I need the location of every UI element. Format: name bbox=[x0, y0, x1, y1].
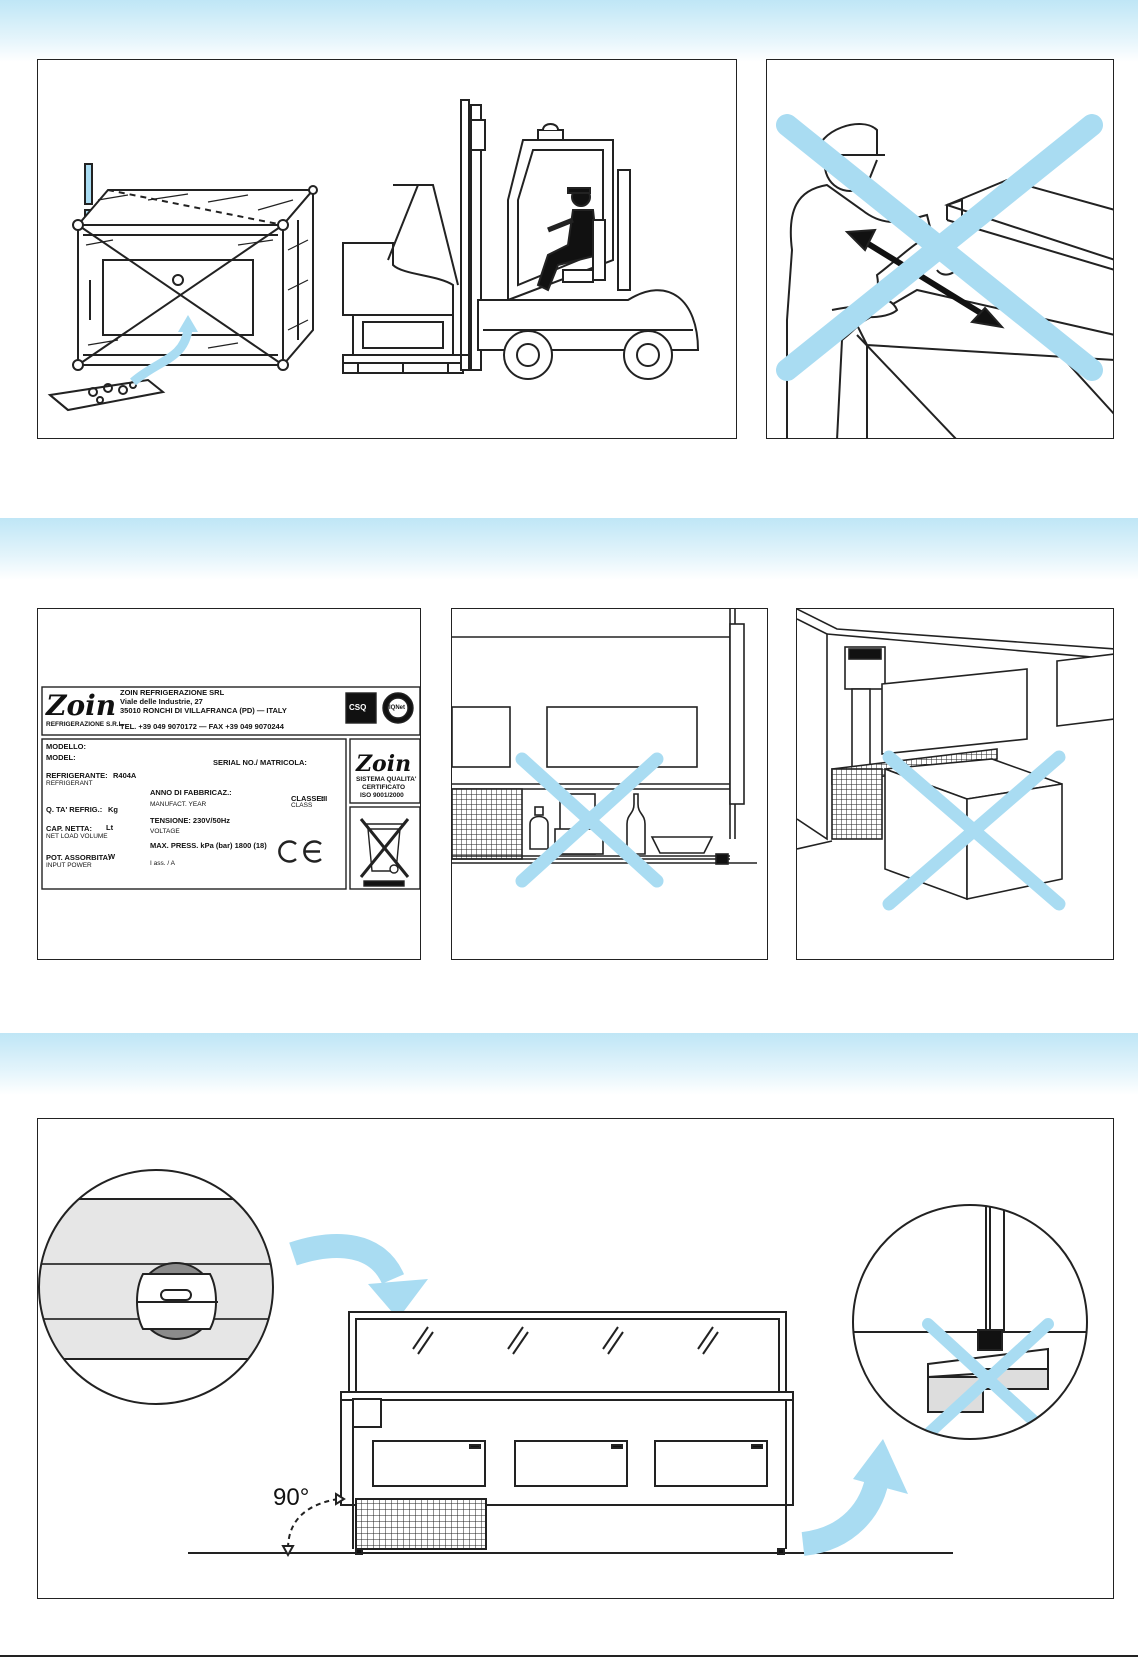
panel-no-lifting bbox=[766, 59, 1114, 439]
refrigerant-label: REFRIGERANT bbox=[46, 780, 93, 787]
spirit-level-magnifier bbox=[39, 1198, 273, 1360]
display-case-front-icon bbox=[188, 1311, 953, 1555]
classe-label: CLASSE: bbox=[291, 794, 324, 803]
tensione-label: TENSIONE: 230V/50Hz bbox=[150, 816, 231, 825]
iso-label: ISO 9001/2000 bbox=[360, 792, 404, 799]
forklift-icon bbox=[448, 99, 700, 380]
svg-text:Zoin: Zoin bbox=[355, 751, 411, 777]
bolts-tray-icon bbox=[47, 378, 166, 412]
net-load-label: NET LOAD VOLUME bbox=[46, 833, 108, 840]
angle-label: 90° bbox=[273, 1484, 310, 1511]
anno-label: ANNO DI FABBRICAZ.: bbox=[150, 788, 232, 797]
panel-nameplate: Zoin Zoin ZOIN REFRIGERAZIONE SRL Viale … bbox=[37, 608, 421, 960]
panel-leveling: 90° bbox=[37, 1118, 1114, 1599]
leveling-illustration bbox=[38, 1169, 1088, 1558]
footer-line bbox=[0, 1655, 1138, 1657]
phone-fax: TEL. +39 049 9070172 — FAX +39 049 90702… bbox=[120, 722, 284, 731]
box-obstruction-illustration bbox=[797, 609, 1113, 911]
grille-obstruction-illustration bbox=[452, 609, 757, 888]
ce-mark-icon bbox=[278, 840, 322, 863]
sistema-label: SISTEMA QUALITA' bbox=[356, 776, 417, 783]
panel-no-obstruction-side bbox=[796, 608, 1114, 960]
curved-arrow-icon bbox=[130, 328, 193, 386]
crate-icon bbox=[72, 185, 318, 371]
csq-label: CSQ bbox=[349, 703, 367, 712]
display-counter-icon bbox=[342, 184, 464, 374]
w-label: W bbox=[108, 852, 116, 861]
company-address: Viale delle Industrie, 27 bbox=[120, 697, 203, 706]
refrigerante-label: REFRIGERANTE: bbox=[46, 771, 108, 780]
model-label: MODEL: bbox=[46, 753, 76, 762]
modello-label: MODELLO: bbox=[46, 742, 86, 751]
voltage-label: VOLTAGE bbox=[150, 828, 180, 835]
refrigerant-value: R404A bbox=[113, 771, 137, 780]
cross-right-line bbox=[776, 114, 1103, 381]
iqnet-label: IQNet bbox=[389, 705, 406, 711]
arrow-top-icon bbox=[289, 1234, 405, 1285]
max-press-label: MAX. PRESS. kPa (bar) 1800 (18) bbox=[150, 841, 267, 850]
pot-label: POT. ASSORBITA: bbox=[46, 853, 111, 862]
header-band-2 bbox=[0, 518, 1138, 580]
amps-label: I ass. / A bbox=[150, 860, 175, 867]
company-name: ZOIN REFRIGERAZIONE SRL bbox=[120, 688, 225, 697]
qta-label: Q. TA' REFRIG.: bbox=[46, 805, 103, 814]
zoin-logo-right: Zoin bbox=[355, 751, 411, 777]
lt-label: Lt bbox=[106, 823, 114, 832]
cross-right-line bbox=[882, 750, 1066, 911]
company-city: 35010 RONCHI DI VILLAFRANCA (PD) — ITALY bbox=[120, 706, 287, 715]
nameplate-frame: Zoin Zoin bbox=[41, 686, 420, 890]
no-lifting-illustration bbox=[776, 114, 1113, 438]
svg-text:Zoin: Zoin bbox=[45, 689, 116, 722]
panel-no-obstruction-front bbox=[451, 608, 768, 960]
classe-value: III bbox=[321, 794, 328, 803]
arrow-bottom-icon bbox=[801, 1471, 890, 1556]
transport-illustration bbox=[47, 99, 700, 412]
cross-right-line bbox=[515, 752, 664, 888]
input-power-label: INPUT POWER bbox=[46, 862, 92, 869]
header-band-3 bbox=[0, 1033, 1138, 1095]
kg-label: Kg bbox=[108, 805, 118, 814]
foot-shim-magnifier bbox=[853, 1205, 1087, 1439]
cap-label: CAP. NETTA: bbox=[46, 824, 92, 833]
certificato-label: CERTIFICATO bbox=[362, 784, 406, 791]
zoin-logo-top: Zoin bbox=[45, 689, 116, 722]
subbrand: REFRIGERAZIONE S.R.L. bbox=[46, 721, 125, 728]
class-label: CLASS bbox=[291, 802, 313, 809]
manufact-label: MANUFACT. YEAR bbox=[150, 801, 207, 808]
serial-label: SERIAL NO./ MATRICOLA: bbox=[213, 758, 307, 767]
panel-transport bbox=[37, 59, 737, 439]
weee-bin-icon bbox=[359, 818, 410, 887]
header-band-1 bbox=[0, 0, 1138, 62]
